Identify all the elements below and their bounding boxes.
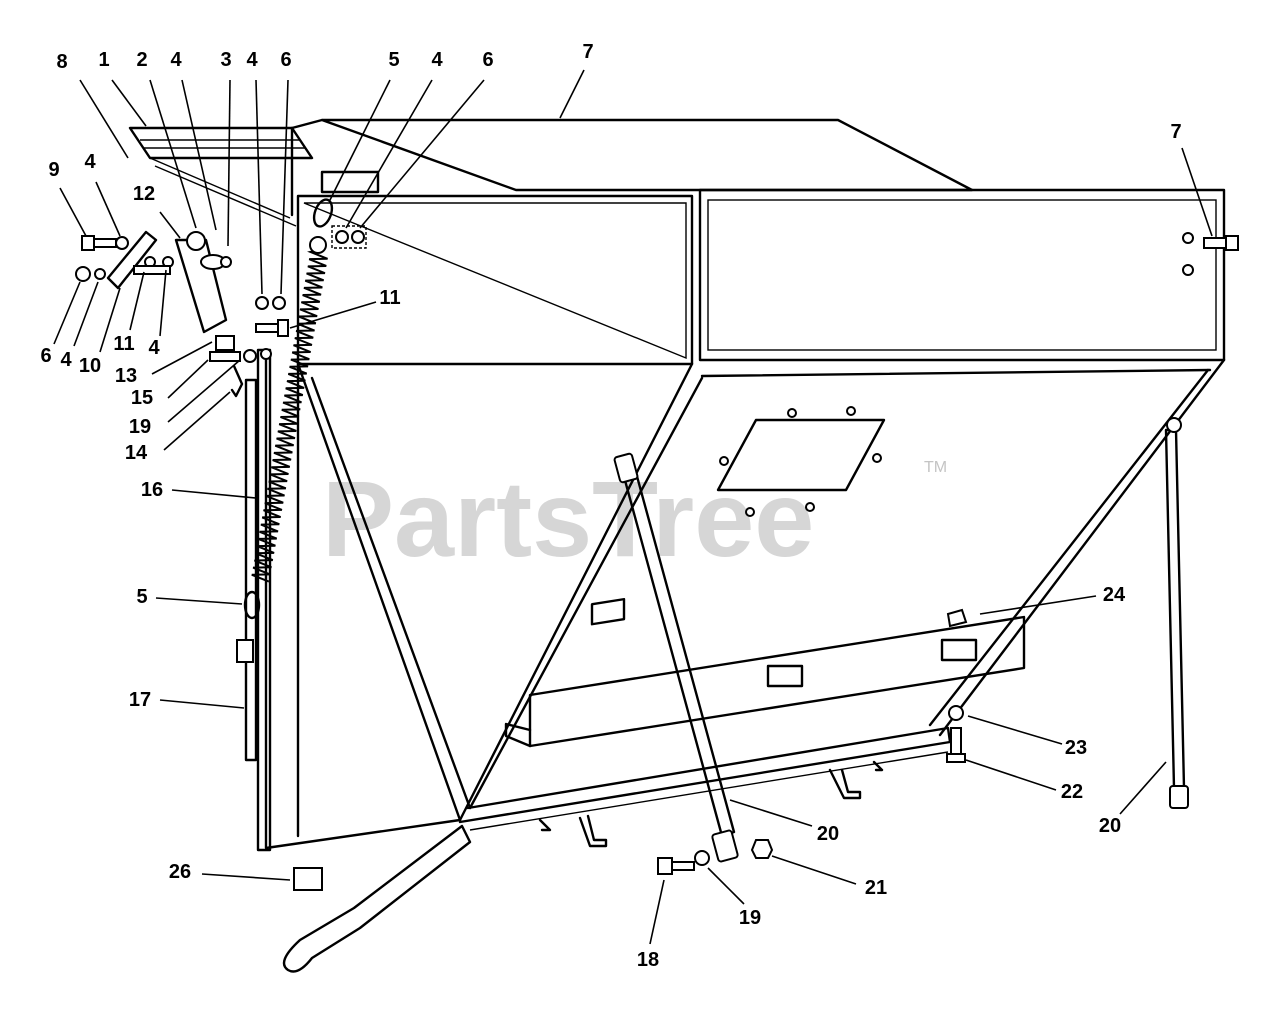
leader-line-c-11a xyxy=(129,271,145,331)
hopper-body xyxy=(128,118,1226,850)
callout-c-6a: 6 xyxy=(280,49,291,71)
leader-line-c-4e xyxy=(73,281,99,347)
leader-line-c-6c xyxy=(53,281,81,345)
callout-c-26: 26 xyxy=(169,861,191,883)
callout-c-11a: 11 xyxy=(113,333,134,355)
watermark-trademark: TM xyxy=(924,459,947,476)
leader-line-c-1 xyxy=(111,79,147,127)
leader-line-c-4c xyxy=(345,79,433,229)
leader-line-c-11b xyxy=(289,301,377,329)
leader-line-c-24 xyxy=(979,595,1097,615)
support-rod-right xyxy=(1164,417,1189,809)
support-rod-center xyxy=(613,452,739,863)
front-baffle xyxy=(504,597,1026,763)
leader-line-c-4f xyxy=(159,269,167,337)
spring xyxy=(251,198,334,583)
callout-c-12: 12 xyxy=(133,183,155,205)
leader-line-c-22 xyxy=(965,759,1057,791)
leader-line-c-18 xyxy=(649,879,665,945)
leader-line-c-17 xyxy=(159,699,245,709)
callout-c-16: 16 xyxy=(141,479,163,501)
callout-c-22: 22 xyxy=(1061,781,1083,803)
callout-c-20b: 20 xyxy=(1099,815,1121,837)
callout-c-5b: 5 xyxy=(136,586,147,608)
leader-line-c-16 xyxy=(171,489,257,499)
leader-line-c-6b xyxy=(359,79,485,229)
watermark-text: PartsTree xyxy=(322,458,814,579)
callout-c-4c: 4 xyxy=(431,49,443,71)
callout-c-13: 13 xyxy=(115,365,137,387)
callout-c-4b: 4 xyxy=(246,49,258,71)
leader-line-c-2 xyxy=(149,79,197,229)
callout-c-4a: 4 xyxy=(170,49,182,71)
leader-line-c-23 xyxy=(967,715,1063,745)
callout-c-23: 23 xyxy=(1065,737,1087,759)
leader-line-c-19b xyxy=(707,867,745,905)
leader-line-c-13 xyxy=(151,341,213,375)
callout-c-19b: 19 xyxy=(739,907,761,929)
callout-c-10: 10 xyxy=(79,355,101,377)
leader-line-c-8 xyxy=(79,79,129,159)
callout-c-19a: 19 xyxy=(129,416,151,438)
callout-c-8: 8 xyxy=(56,51,67,73)
callout-c-18: 18 xyxy=(637,949,659,971)
leader-line-c-6a xyxy=(280,79,289,295)
callout-c-21: 21 xyxy=(865,877,887,899)
callout-c-4e: 4 xyxy=(60,349,72,371)
callout-c-7b: 7 xyxy=(1170,121,1181,143)
callout-c-20a: 20 xyxy=(817,823,839,845)
callout-c-6b: 6 xyxy=(482,49,493,71)
callout-c-14: 14 xyxy=(125,442,148,464)
leader-line-c-21 xyxy=(771,855,857,885)
callout-c-2: 2 xyxy=(136,49,147,71)
handle xyxy=(282,824,472,973)
leader-line-c-9 xyxy=(59,187,87,237)
leader-line-c-7a xyxy=(559,69,585,119)
callout-c-3: 3 xyxy=(220,49,231,71)
callout-c-17: 17 xyxy=(129,689,151,711)
callout-c-1: 1 xyxy=(98,49,109,71)
leader-line-c-5a xyxy=(329,79,391,201)
callout-c-5a: 5 xyxy=(388,49,399,71)
leader-line-c-15 xyxy=(167,359,209,399)
callout-c-4d: 4 xyxy=(84,151,96,173)
callout-c-11b: 11 xyxy=(379,287,400,309)
callout-c-4f: 4 xyxy=(148,337,160,359)
callout-c-7a: 7 xyxy=(582,41,593,63)
leader-line-c-12 xyxy=(159,211,181,239)
bottom-brackets xyxy=(538,760,884,848)
hinge-hardware xyxy=(75,225,1239,891)
leader-line-c-7b xyxy=(1181,147,1213,237)
callout-c-24: 24 xyxy=(1103,584,1126,606)
callout-c-9: 9 xyxy=(48,159,59,181)
leader-line-c-20b xyxy=(1119,761,1167,815)
callout-c-6c: 6 xyxy=(40,345,51,367)
leader-line-c-4b xyxy=(255,79,263,295)
leader-line-c-20a xyxy=(729,799,813,827)
leader-line-c-4d xyxy=(95,181,121,237)
leader-line-c-14 xyxy=(163,391,231,451)
leader-line-c-26 xyxy=(201,873,291,881)
callout-c-15: 15 xyxy=(131,387,153,409)
leader-line-c-5b xyxy=(155,597,243,605)
leader-line-c-3 xyxy=(227,79,231,247)
lift-rod xyxy=(236,348,272,852)
leader-line-c-19a xyxy=(167,359,241,423)
leader-line-c-10 xyxy=(99,287,121,353)
leader-line-c-4a xyxy=(181,79,217,231)
